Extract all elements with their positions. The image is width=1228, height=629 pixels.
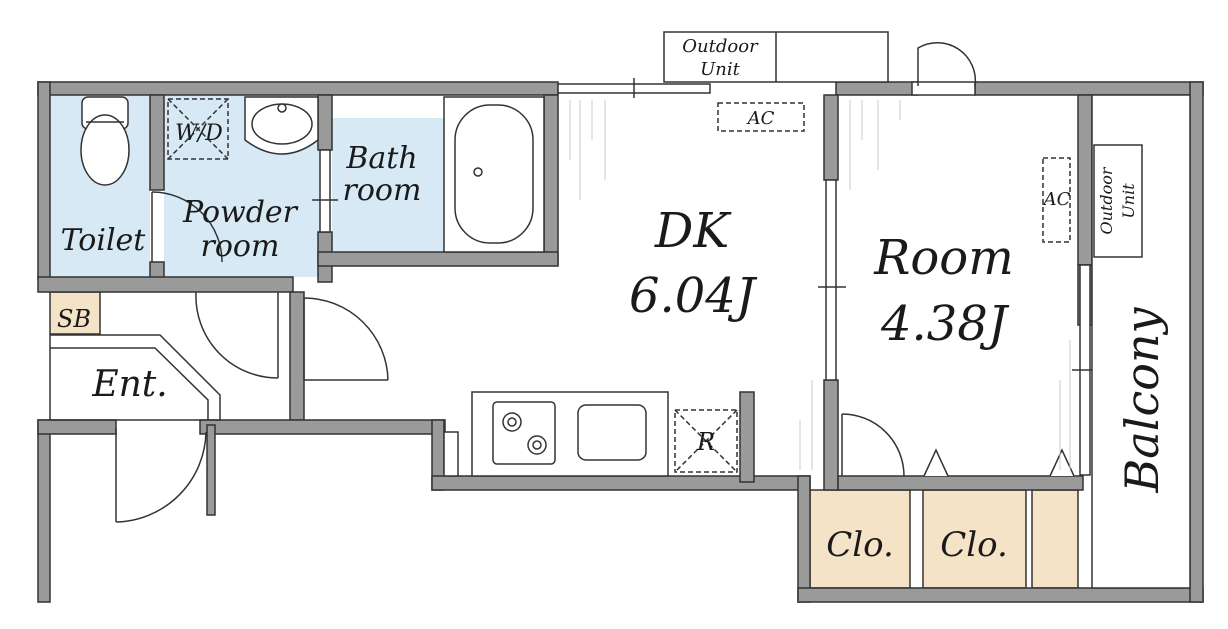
dk-door	[303, 297, 389, 381]
window-dk	[557, 78, 711, 98]
shoe-box-label: SB	[57, 305, 91, 333]
powder-room-label-2: room	[201, 229, 280, 264]
closet-3-fill	[1031, 489, 1079, 589]
entrance-label: Ent.	[91, 364, 167, 405]
pipe-shaft	[443, 431, 459, 477]
ac-dk-label: AC	[746, 108, 775, 129]
refrigerator-label: R	[696, 428, 715, 456]
kitchen-counter	[471, 391, 669, 477]
sink-fixture	[244, 96, 319, 155]
entrance-door	[115, 424, 216, 523]
outdoor-unit-side	[1093, 144, 1143, 258]
sliding-door-dk-room	[818, 179, 846, 381]
washer-label: W/D	[175, 121, 223, 146]
ac-unit-room	[1042, 157, 1071, 243]
closet-2-label: Clo.	[940, 525, 1008, 565]
entrance-step	[49, 334, 221, 421]
outdoor-unit-top	[663, 31, 889, 83]
dk-size-label: 6.04J	[629, 268, 758, 324]
toilet-fixture	[80, 96, 130, 186]
outdoor-unit-top-label-2: Unit	[700, 59, 741, 80]
bathroom-label-1: Bath	[345, 141, 417, 176]
bathtub	[443, 96, 545, 253]
washer-space	[167, 98, 229, 160]
room-size-label: 4.38J	[880, 296, 1010, 352]
balcony-door	[911, 41, 977, 96]
balcony-label: Balcony	[1115, 306, 1169, 493]
outdoor-unit-side-label-1: Outdoor	[1097, 166, 1116, 234]
bathroom-floor	[332, 118, 444, 252]
dk-name-label: DK	[654, 203, 732, 259]
sliding-door-bath	[312, 149, 338, 233]
outdoor-unit-side-label-2: Unit	[1119, 183, 1138, 219]
closet-doors	[923, 448, 1075, 477]
toilet-label: Toilet	[61, 223, 147, 258]
powder-room-label-1: Powder	[182, 195, 299, 230]
ac-unit-dk	[717, 102, 805, 132]
refrigerator-space	[674, 409, 738, 473]
powder-room-door	[195, 291, 279, 379]
closet-1-label: Clo.	[826, 525, 894, 565]
closet-1-fill	[809, 489, 911, 589]
outdoor-unit-top-label-1: Outdoor	[682, 36, 759, 57]
room-name-label: Room	[873, 230, 1013, 286]
toilet-door	[151, 191, 223, 263]
window-shading	[569, 100, 1071, 470]
bathroom-label-2: room	[343, 173, 422, 208]
room-door	[841, 413, 905, 477]
ac-room-label: AC	[1042, 189, 1071, 210]
